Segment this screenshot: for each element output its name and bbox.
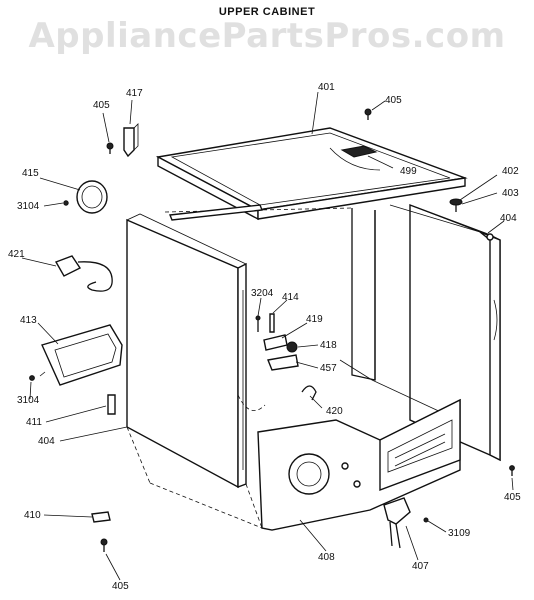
diagram-title: UPPER CABINET xyxy=(218,6,316,18)
cover-415 xyxy=(63,180,108,214)
label-413: 413 xyxy=(20,315,37,326)
screw-405-top-left xyxy=(106,142,114,154)
watermark: AppliancePartsPros.com xyxy=(28,16,506,56)
cabinet-left-panel xyxy=(126,213,266,489)
label-404-right: 404 xyxy=(500,213,517,224)
label-405-bottom: 405 xyxy=(112,581,129,592)
label-401: 401 xyxy=(318,82,335,93)
right-side-panel xyxy=(389,203,501,462)
label-407: 407 xyxy=(412,561,429,572)
label-415: 415 xyxy=(22,168,39,179)
label-411: 411 xyxy=(26,417,42,428)
foot-410 xyxy=(91,511,111,523)
label-410: 410 xyxy=(24,510,41,521)
label-404-left: 404 xyxy=(38,436,55,447)
label-408: 408 xyxy=(318,552,335,563)
base-frame xyxy=(149,398,461,531)
pad-402-403 xyxy=(449,198,463,212)
screw-405-bottom xyxy=(100,538,108,552)
label-403: 403 xyxy=(502,188,519,199)
label-420: 420 xyxy=(326,406,343,417)
guide-line xyxy=(126,426,151,484)
bracket-407 xyxy=(383,497,429,549)
label-414: 414 xyxy=(282,292,299,303)
label-402: 402 xyxy=(502,166,519,177)
label-421: 421 xyxy=(8,249,25,260)
top-panel xyxy=(155,127,468,221)
screw-405-right-bottom xyxy=(509,465,515,476)
top-rail xyxy=(169,204,263,221)
label-405-top-right: 405 xyxy=(385,95,402,106)
label-405-right-bottom: 405 xyxy=(504,492,521,503)
label-3104-bottom: 3104 xyxy=(17,395,40,406)
label-417: 417 xyxy=(126,88,143,99)
label-405-top-left: 405 xyxy=(93,100,110,111)
label-3104-top: 3104 xyxy=(17,201,40,212)
hardware-group xyxy=(255,313,299,371)
label-418: 418 xyxy=(320,340,337,351)
label-419: 419 xyxy=(306,314,323,325)
bracket-417 xyxy=(123,123,139,158)
label-457: 457 xyxy=(320,363,337,374)
label-3109: 3109 xyxy=(448,528,471,539)
label-3204: 3204 xyxy=(251,288,274,299)
part-411 xyxy=(107,394,116,415)
screw-405-top-right xyxy=(364,108,372,120)
label-499: 499 xyxy=(400,166,417,177)
power-cord-421 xyxy=(54,255,113,292)
callout-labels: 401 405 417 405 415 402 499 403 3104 404… xyxy=(8,82,521,592)
clip-420 xyxy=(301,385,317,401)
plate-413 xyxy=(29,324,123,386)
leader-lines xyxy=(21,91,514,581)
